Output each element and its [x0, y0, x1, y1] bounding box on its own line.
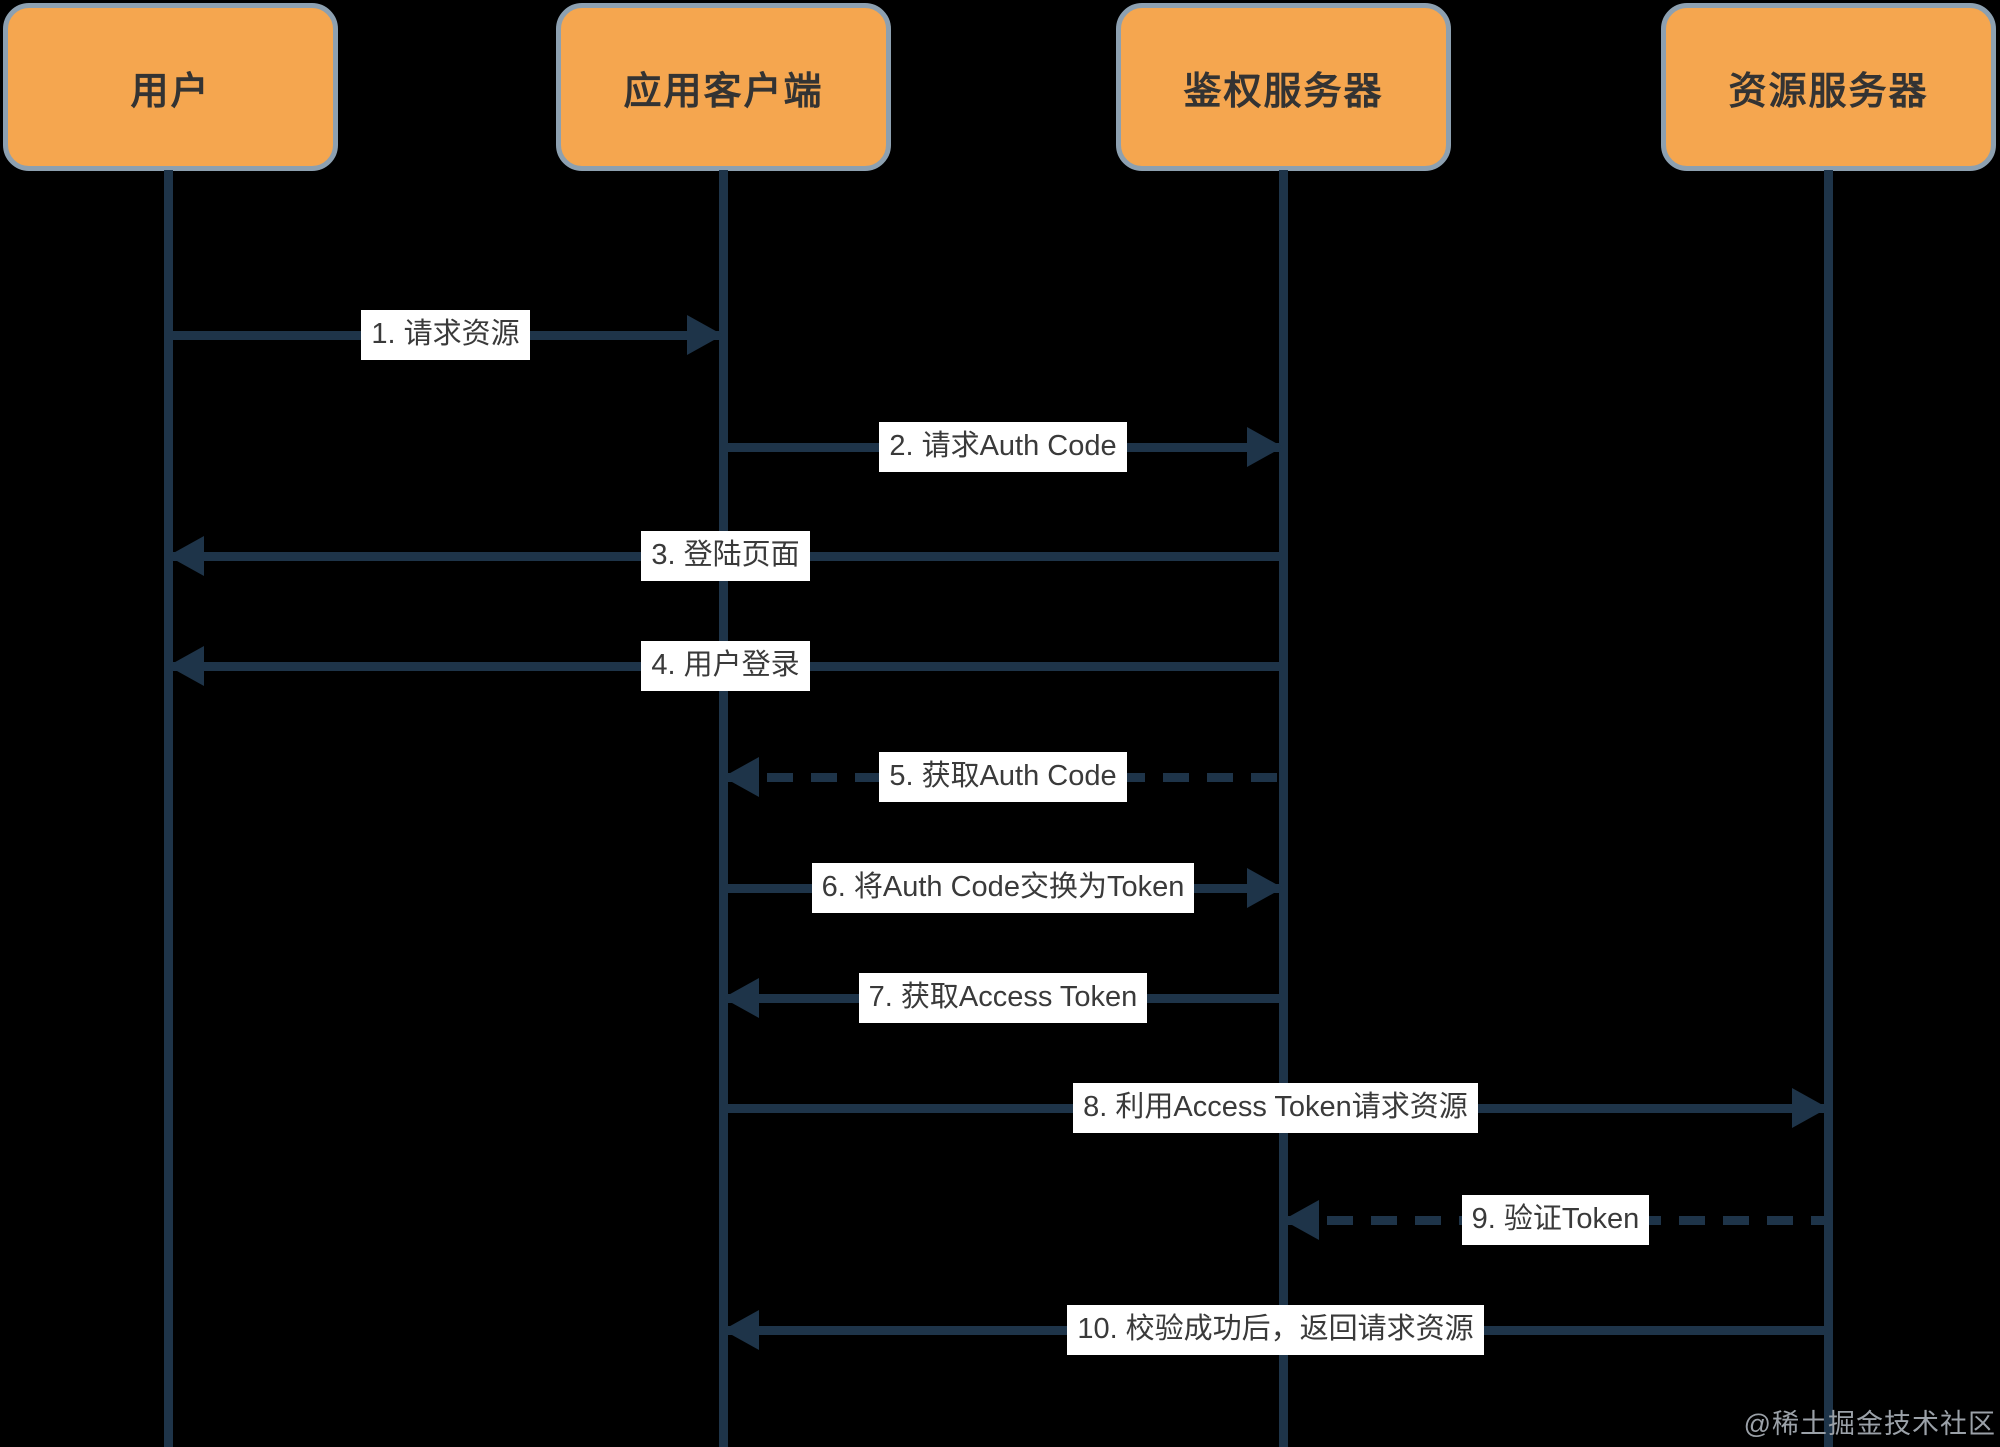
message-7: 7. 获取Access Token	[723, 973, 1283, 1023]
arrowhead-icon	[723, 1310, 759, 1350]
actor-box-user: 用户	[3, 3, 338, 171]
arrowhead-icon	[1247, 868, 1283, 908]
message-label: 8. 利用Access Token请求资源	[1073, 1083, 1478, 1133]
message-label: 1. 请求资源	[361, 310, 530, 360]
arrowhead-icon	[1792, 1088, 1828, 1128]
message-2: 2. 请求Auth Code	[723, 422, 1283, 472]
message-1: 1. 请求资源	[168, 310, 723, 360]
message-label: 9. 验证Token	[1461, 1195, 1650, 1245]
message-3: 3. 登陆页面	[168, 531, 1283, 581]
lifeline-app-client	[719, 170, 728, 1447]
actor-label: 用户	[130, 70, 211, 113]
actor-label: 鉴权服务器	[1183, 70, 1384, 113]
message-label: 6. 将Auth Code交换为Token	[811, 863, 1195, 913]
message-label: 2. 请求Auth Code	[879, 422, 1127, 472]
actor-label: 应用客户端	[623, 70, 824, 113]
message-label: 3. 登陆页面	[641, 531, 810, 581]
actor-box-resource-server: 资源服务器	[1661, 3, 1996, 171]
message-label: 5. 获取Auth Code	[879, 752, 1127, 802]
actor-label: 资源服务器	[1728, 70, 1929, 113]
message-label: 4. 用户登录	[641, 641, 810, 691]
watermark: @稀土掘金技术社区	[1743, 1409, 1996, 1439]
lifeline-auth-server	[1279, 170, 1288, 1447]
arrowhead-icon	[1283, 1200, 1319, 1240]
message-label: 7. 获取Access Token	[858, 973, 1148, 1023]
lifeline-resource-server	[1824, 170, 1833, 1447]
arrowhead-icon	[168, 536, 204, 576]
actor-box-app-client: 应用客户端	[556, 3, 891, 171]
arrowhead-icon	[723, 757, 759, 797]
arrowhead-icon	[1247, 427, 1283, 467]
arrowhead-icon	[723, 978, 759, 1018]
message-6: 6. 将Auth Code交换为Token	[723, 863, 1283, 913]
message-4: 4. 用户登录	[168, 641, 1283, 691]
message-label: 10. 校验成功后，返回请求资源	[1067, 1305, 1484, 1355]
message-10: 10. 校验成功后，返回请求资源	[723, 1305, 1828, 1355]
message-9: 9. 验证Token	[1283, 1195, 1828, 1245]
message-8: 8. 利用Access Token请求资源	[723, 1083, 1828, 1133]
arrowhead-icon	[168, 646, 204, 686]
arrowhead-icon	[687, 315, 723, 355]
message-5: 5. 获取Auth Code	[723, 752, 1283, 802]
lifeline-user	[164, 170, 173, 1447]
actor-box-auth-server: 鉴权服务器	[1116, 3, 1451, 171]
